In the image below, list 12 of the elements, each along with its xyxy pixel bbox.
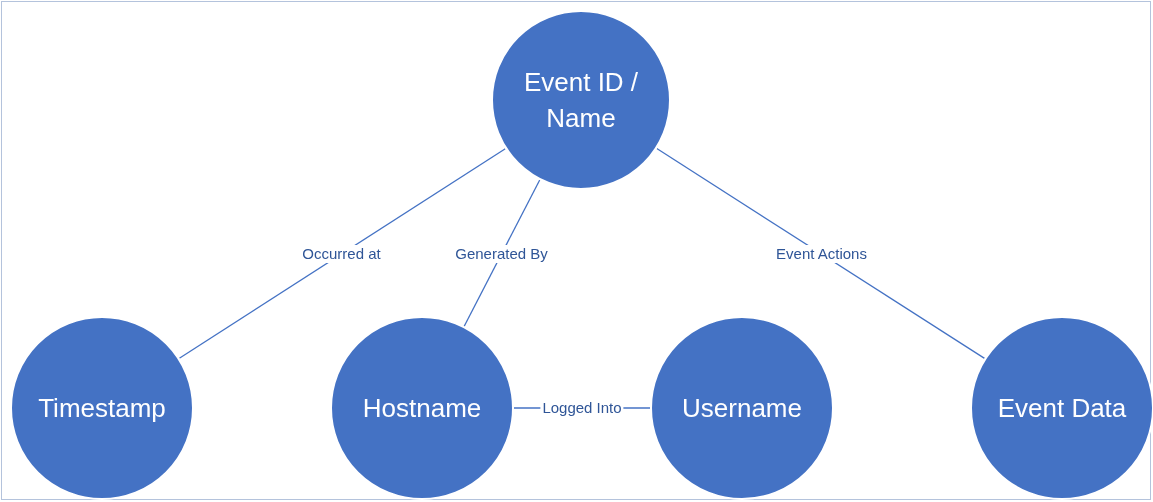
edge-label: Occurred at [300,245,383,263]
edge-label: Logged Into [540,399,624,417]
node-label: Event Data [997,392,1127,425]
connector-line [463,179,541,327]
node-label: Timestamp [38,392,166,425]
node-label: Event ID / Name [522,66,640,135]
edge-label: Generated By [453,245,550,263]
node-label: Username [682,392,802,425]
edge-label: Event Actions [774,245,869,263]
connector-line [656,147,986,360]
node-label: Hostname [362,392,482,425]
connector-line [178,148,506,359]
